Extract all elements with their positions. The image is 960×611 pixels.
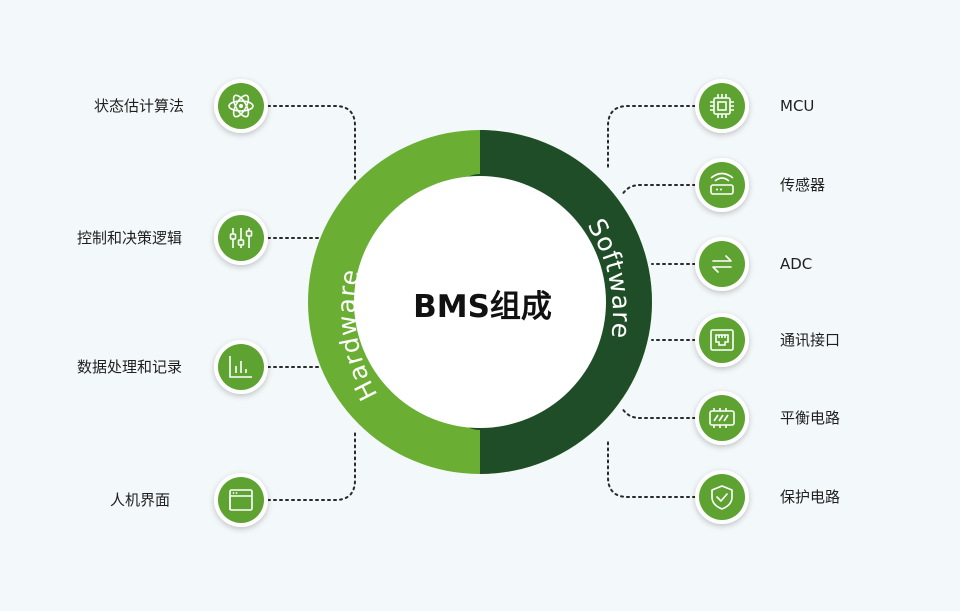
right-item-label-1: MCU xyxy=(780,97,815,115)
connector-left-4 xyxy=(267,429,356,501)
atom-icon[interactable] xyxy=(214,79,268,133)
left-item-label-2: 控制和决策逻辑 xyxy=(76,229,182,247)
bar-chart-icon[interactable] xyxy=(214,340,268,394)
left-icon-nodes xyxy=(214,79,268,527)
chip-icon[interactable] xyxy=(695,79,749,133)
right-connectors xyxy=(607,105,696,498)
left-item-label-4: 人机界面 xyxy=(109,491,170,509)
circuit-board-icon[interactable] xyxy=(695,391,749,445)
right-item-label-5: 平衡电路 xyxy=(780,409,841,427)
sliders-icon[interactable] xyxy=(214,211,268,265)
left-item-label-3: 数据处理和记录 xyxy=(76,358,182,376)
connector-right-5 xyxy=(621,407,696,419)
left-item-label-1: 状态估计算法 xyxy=(93,97,184,115)
browser-window-icon[interactable] xyxy=(214,473,268,527)
router-icon[interactable] xyxy=(695,158,749,212)
right-item-label-6: 保护电路 xyxy=(780,488,841,506)
connector-right-2 xyxy=(621,184,696,196)
shield-check-icon[interactable] xyxy=(695,470,749,524)
ring-inner-disc xyxy=(354,176,606,428)
connector-right-1 xyxy=(607,105,696,169)
connector-left-1 xyxy=(267,105,356,183)
right-item-label-2: 传感器 xyxy=(780,176,826,194)
right-item-label-4: 通讯接口 xyxy=(780,331,841,349)
right-icon-nodes xyxy=(695,79,749,524)
ethernet-port-icon[interactable] xyxy=(695,313,749,367)
left-connectors xyxy=(267,105,356,501)
right-item-label-3: ADC xyxy=(780,255,813,273)
connector-right-6 xyxy=(607,439,696,498)
center-title: BMS组成 xyxy=(413,289,552,325)
ring: Hardware Software xyxy=(308,129,652,474)
swap-arrows-icon[interactable] xyxy=(695,237,749,291)
